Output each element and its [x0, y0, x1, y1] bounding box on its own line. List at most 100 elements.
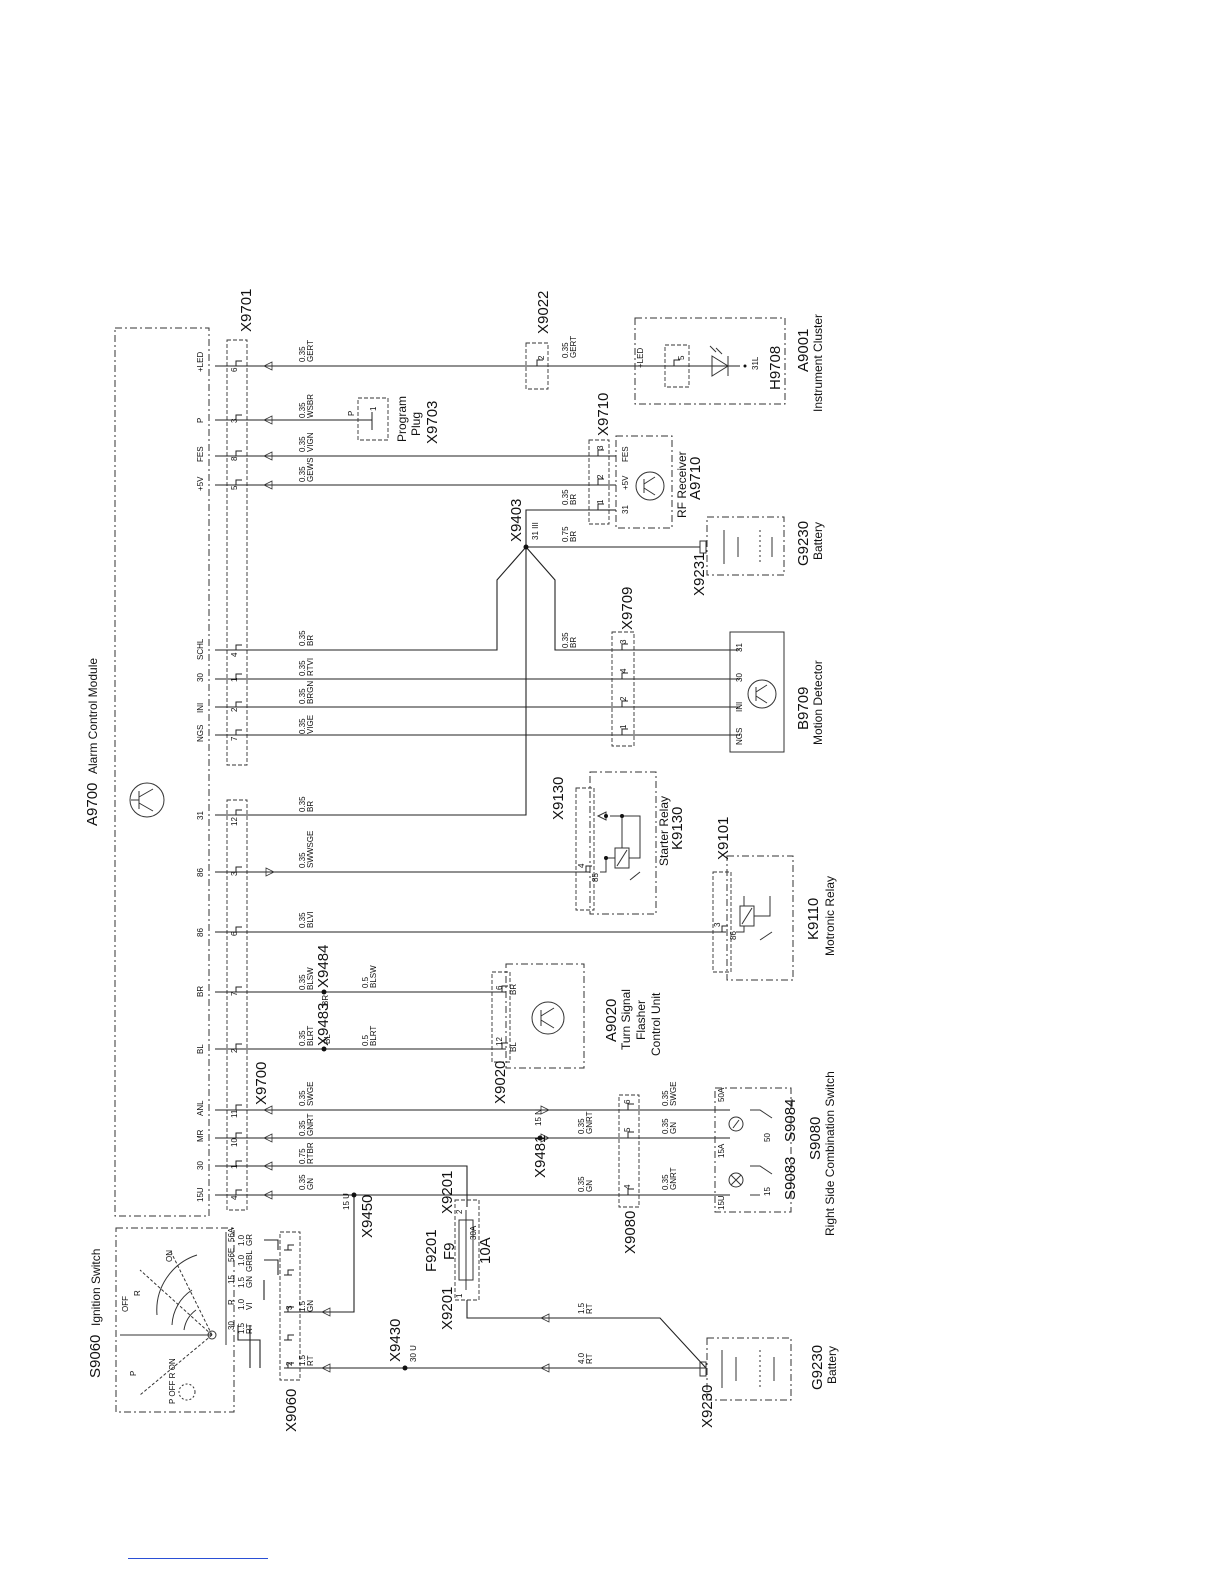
x9201-top-label: X9201: [439, 1171, 456, 1214]
x9481-15n: 15 N: [534, 1109, 543, 1126]
wire-gauge: 0.35: [298, 796, 307, 812]
wire-color: BRGN: [306, 681, 315, 704]
x9709-color: BR: [569, 637, 578, 648]
plug-pin: 1: [369, 406, 378, 411]
x9700-connector: [226, 799, 248, 1211]
x9450-15u: 15 U: [342, 1193, 351, 1210]
pin-name-schl: SCHL: [196, 638, 205, 660]
b9709-name: Motion Detector: [811, 660, 825, 745]
g9230-top-code: G9230: [795, 521, 812, 566]
s9080-code: S9080: [807, 1117, 824, 1160]
starter-pin: 4: [577, 863, 586, 868]
wire-gauge: 0.35: [298, 852, 307, 868]
f9201-code: F9201: [423, 1229, 440, 1272]
ign-pos-r: R: [133, 1290, 142, 1296]
pin-name-5v: +5V: [196, 476, 205, 491]
wiper-icon: [728, 1116, 744, 1132]
red-gauge-15: 1.5: [577, 1302, 586, 1314]
x9022-label: X9022: [535, 291, 552, 334]
a9001-name: Instrument Cluster: [811, 314, 825, 412]
pin-num-10: 10: [230, 1138, 239, 1147]
s9080-gauge: 0.35: [661, 1118, 670, 1134]
s9080-label: 15A: [717, 1143, 726, 1158]
x9710-label: X9710: [595, 393, 612, 436]
bat-color: BR: [569, 531, 578, 542]
s9080-label: 50: [763, 1133, 772, 1142]
battery-top: X9231 G9230 Battery: [691, 516, 825, 596]
s9080-gauge: 0.35: [661, 1090, 670, 1106]
ign-color: VI: [245, 1302, 254, 1310]
x9701-connector: [226, 339, 248, 766]
ign-gauge: 1.0: [237, 1254, 246, 1266]
x9430-30u: 30 U: [409, 1345, 418, 1362]
s9080-label: 15U: [717, 1195, 726, 1210]
fuse-pin: 2: [455, 1209, 464, 1214]
wire-color: BLRT: [306, 1026, 315, 1046]
x9483-bl: BL: [323, 1034, 332, 1044]
md-pin: 1: [619, 724, 628, 729]
flasher-transistor-icon: [531, 1001, 565, 1035]
rf-label: FES: [621, 446, 630, 462]
rf-gnd-color: BR: [569, 494, 578, 505]
rf-label: 31: [621, 505, 630, 514]
rf-name: RF Receiver: [675, 451, 689, 518]
ign-term: 15: [227, 1275, 236, 1284]
x9080-pin: 4: [623, 1184, 632, 1189]
bat-gauge: 0.75: [561, 526, 570, 542]
mid-gauge: 0.35: [577, 1118, 586, 1134]
cluster-31l: 31L: [751, 356, 760, 370]
s9080-label: 50A: [717, 1087, 726, 1102]
mid-gauge: 0.35: [577, 1176, 586, 1192]
upper-pins: +LED P FES +5V SCHL 30 INI NGS 6 3 8 5 4…: [196, 340, 315, 742]
s9060-code: S9060: [87, 1335, 104, 1378]
starter-pin: 85: [591, 873, 600, 882]
pin-name-31: 31: [196, 811, 205, 820]
cluster-pin: 5: [677, 355, 686, 360]
md-pin: 3: [619, 639, 628, 644]
wires: [215, 360, 747, 1373]
a9700-code: A9700: [84, 783, 101, 826]
pin-name-ini: INI: [196, 703, 205, 713]
plug-p: P: [347, 411, 356, 416]
s9080-gauge: 0.35: [661, 1174, 670, 1190]
s9080-name: Right Side Combination Switch: [823, 1071, 837, 1236]
wire-color: GN: [306, 1178, 315, 1190]
wire-gauge: 0.35: [298, 436, 307, 452]
md-label: INI: [735, 702, 744, 712]
ign-term: 30: [227, 1321, 236, 1330]
g9230-bottom-code: G9230: [809, 1345, 826, 1390]
pin-num-6b: 6: [230, 931, 239, 936]
pin-name-anl: ANL: [196, 1100, 205, 1116]
a9700-name: Alarm Control Module: [86, 658, 100, 774]
rf-pin: 1: [596, 499, 605, 504]
x9060-color: RT: [306, 1355, 315, 1366]
ign-gauge: 1.0: [237, 1298, 246, 1310]
s9080-color: SWGE: [669, 1082, 678, 1106]
cross-icon: [728, 1172, 744, 1188]
x9060-pin: 3: [285, 1305, 294, 1310]
wire-gauge: 0.35: [298, 974, 307, 990]
a9020-label: BL: [509, 1042, 518, 1052]
plug-line2: Plug: [409, 412, 423, 436]
motronic-pin: 3: [713, 922, 722, 927]
cluster-led: +LED: [636, 348, 645, 368]
fuse-name: F9: [441, 1242, 458, 1260]
led-icon: [709, 345, 729, 377]
lower-pins: 31 86 86 BR BL ANL MR 30 15U 12 3 6 7 2 …: [196, 796, 315, 1202]
pin-num-7b: 7: [230, 991, 239, 996]
a9020-label: BR: [509, 984, 518, 995]
a9001-code: A9001: [795, 329, 812, 372]
alarm-module-outline: [114, 327, 210, 1217]
x9701-label: X9701: [238, 289, 255, 332]
wire-color: SWGE: [306, 1082, 315, 1106]
pin-name-led: +LED: [196, 352, 205, 372]
wire-gauge: 0.35: [298, 1120, 307, 1136]
a9020-pin: 12: [495, 1037, 504, 1046]
x9709-gauge: 0.35: [561, 632, 570, 648]
k9110-name: Motronic Relay: [823, 876, 837, 956]
wire-gauge: 0.35: [298, 912, 307, 928]
combination-switch: 6 5 4 X9080 0.35 SWGE 0.35 GN 0.35 GNRT …: [532, 1071, 837, 1254]
pin-name-mr: MR: [196, 1129, 205, 1142]
x9484-x9483: X9484 X9483 BR BL 0.5 BLSW 0.5 BLRT: [315, 945, 378, 1046]
